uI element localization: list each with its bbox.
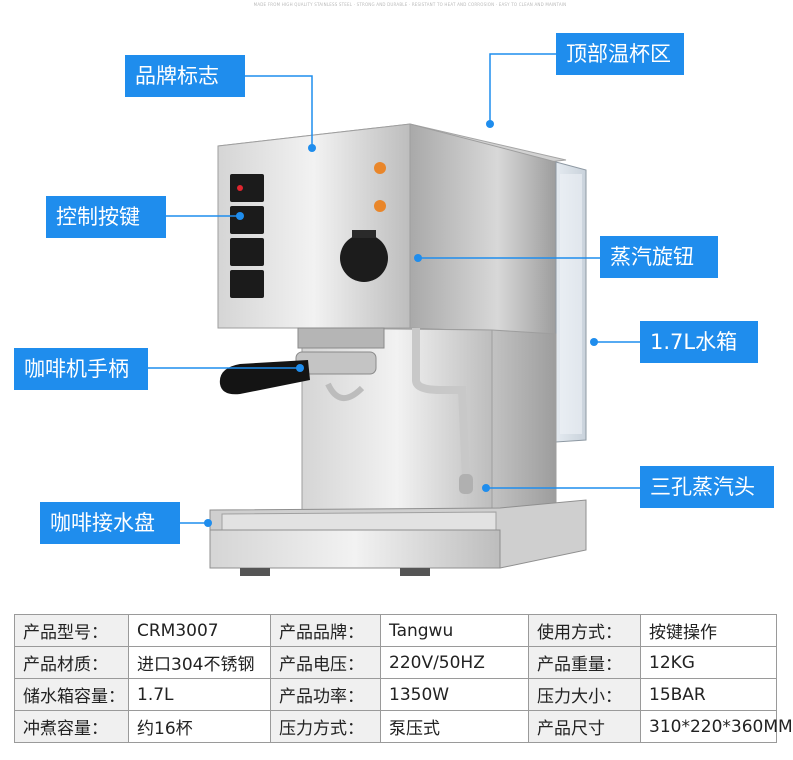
spec-value: 15BAR bbox=[640, 678, 777, 711]
spec-table: 产品型号： CRM3007 产品品牌： Tangwu 使用方式： 按键操作 产品… bbox=[14, 614, 793, 743]
spec-label: 产品型号： bbox=[14, 614, 129, 647]
spec-value: Tangwu bbox=[380, 614, 529, 647]
spec-label: 冲煮容量： bbox=[14, 710, 129, 743]
callout-cup-warmer: 顶部温杯区 bbox=[556, 33, 684, 75]
spec-value: 310*220*360MM bbox=[640, 710, 793, 743]
spec-value: 1350W bbox=[380, 678, 529, 711]
spec-value: 泵压式 bbox=[380, 710, 529, 743]
callout-steam-wand: 三孔蒸汽头 bbox=[640, 466, 774, 508]
callout-portafilter: 咖啡机手柄 bbox=[14, 348, 148, 390]
spec-value: 进口304不锈钢 bbox=[128, 646, 271, 679]
spec-label: 产品重量： bbox=[528, 646, 641, 679]
table-row: 产品材质： 进口304不锈钢 产品电压： 220V/50HZ 产品重量： 12K… bbox=[14, 646, 777, 679]
spec-value: 按键操作 bbox=[640, 614, 777, 647]
spec-value: 1.7L bbox=[128, 678, 271, 711]
spec-label: 产品品牌： bbox=[270, 614, 381, 647]
spec-label: 产品尺寸 bbox=[528, 710, 641, 743]
spec-label: 压力方式： bbox=[270, 710, 381, 743]
spec-value: 12KG bbox=[640, 646, 777, 679]
callout-water-tank: 1.7L水箱 bbox=[640, 321, 758, 363]
spec-value: CRM3007 bbox=[128, 614, 271, 647]
spec-value: 220V/50HZ bbox=[380, 646, 529, 679]
callout-control-buttons: 控制按键 bbox=[46, 196, 166, 238]
callout-steam-knob: 蒸汽旋钮 bbox=[600, 236, 718, 278]
spec-label: 产品功率： bbox=[270, 678, 381, 711]
spec-label: 产品电压： bbox=[270, 646, 381, 679]
table-row: 储水箱容量： 1.7L 产品功率： 1350W 压力大小： 15BAR bbox=[14, 678, 777, 711]
spec-label: 使用方式： bbox=[528, 614, 641, 647]
spec-label: 压力大小： bbox=[528, 678, 641, 711]
spec-label: 产品材质： bbox=[14, 646, 129, 679]
table-row: 产品型号： CRM3007 产品品牌： Tangwu 使用方式： 按键操作 bbox=[14, 614, 777, 647]
table-row: 冲煮容量： 约16杯 压力方式： 泵压式 产品尺寸 310*220*360MM bbox=[14, 710, 793, 743]
callout-brand-logo: 品牌标志 bbox=[125, 55, 245, 97]
spec-label: 储水箱容量： bbox=[14, 678, 129, 711]
callout-drip-tray: 咖啡接水盘 bbox=[40, 502, 180, 544]
header-fineprint: MADE FROM HIGH QUALITY STAINLESS STEEL ·… bbox=[253, 2, 567, 7]
spec-value: 约16杯 bbox=[128, 710, 271, 743]
espresso-machine-image bbox=[209, 123, 587, 576]
